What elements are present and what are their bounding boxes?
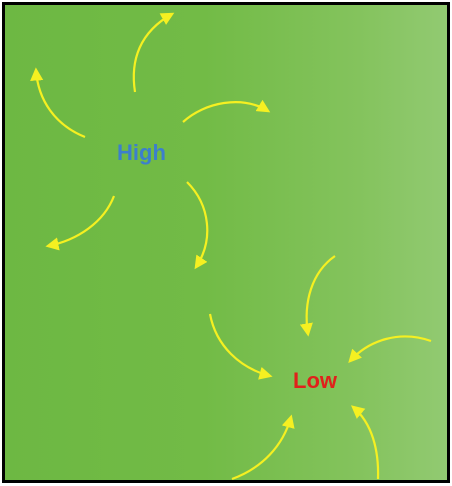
arrow-high-upleft — [30, 67, 86, 139]
arrow-low-bottomleft — [231, 414, 295, 481]
arrow-low-upperright — [348, 335, 432, 363]
arrow-low-left — [208, 313, 273, 380]
arrow-high-down — [186, 181, 209, 270]
low-inflow-arrows — [208, 255, 432, 481]
low-label: Low — [293, 368, 338, 393]
arrow-low-bottomright — [350, 405, 380, 480]
arrow-high-up — [132, 12, 175, 93]
high-outflow-arrows — [30, 12, 271, 270]
arrow-high-downleft — [45, 195, 116, 251]
high-label: High — [117, 140, 166, 165]
arrow-low-top — [299, 255, 336, 337]
arrow-high-right — [182, 99, 271, 123]
